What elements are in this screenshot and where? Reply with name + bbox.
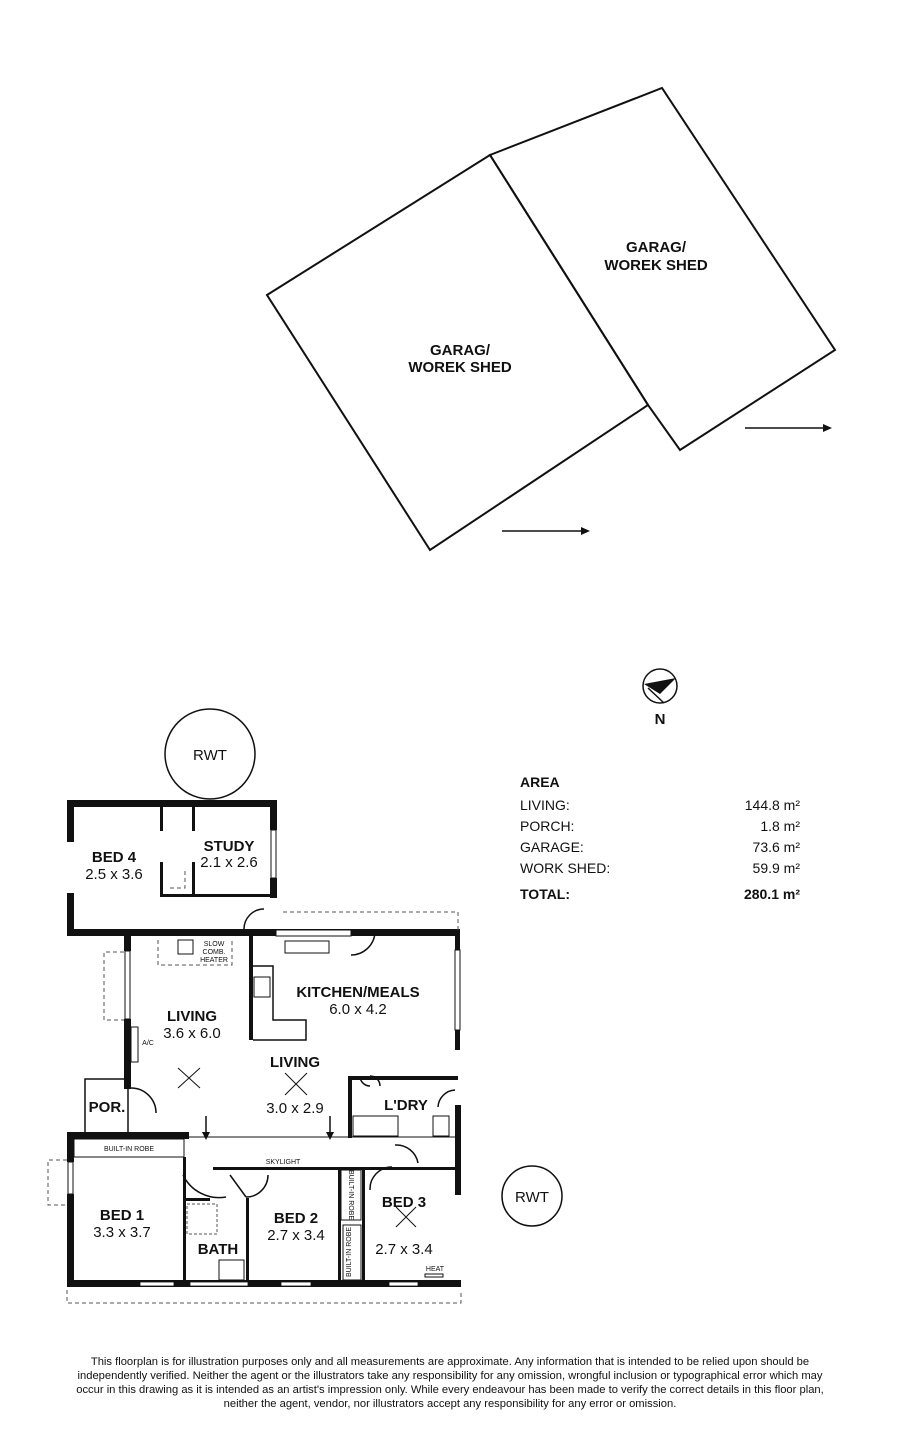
rwt-label: RWT	[193, 747, 227, 764]
heater-label: HEATER	[200, 957, 228, 964]
area-total-value: 280.1 m²	[744, 886, 800, 902]
room-name-living2: LIVING	[270, 1054, 320, 1071]
area-label: LIVING:	[520, 797, 570, 813]
robe-label: BUILT-IN ROBE	[347, 1170, 354, 1220]
area-total-label: TOTAL:	[520, 886, 570, 902]
room-name-study: STUDY	[204, 838, 255, 855]
room-size-living: 3.6 x 6.0	[163, 1025, 221, 1042]
walls	[47, 800, 462, 1304]
room-size-bed1: 3.3 x 3.7	[93, 1224, 151, 1241]
area-value: 73.6 m²	[753, 839, 801, 855]
shed-label: WOREK SHED	[604, 257, 708, 274]
room-name-bed3: BED 3	[382, 1194, 426, 1211]
arrow-icon	[745, 424, 832, 432]
shed-label: WOREK SHED	[408, 359, 512, 376]
heater-label: COMB.	[203, 949, 226, 956]
room-size-bed2: 2.7 x 3.4	[267, 1227, 325, 1244]
ac-label: A/C	[142, 1040, 154, 1047]
rwt-tank: RWT	[501, 1165, 563, 1227]
robe-label: BUILT-IN ROBE	[104, 1146, 154, 1153]
area-table: AREA LIVING: 144.8 m² PORCH: 1.8 m² GARA…	[520, 774, 800, 902]
room-size-living2: 3.0 x 2.9	[266, 1100, 324, 1117]
rwt-tank: RWT	[164, 708, 256, 800]
room-name-kitchen: KITCHEN/MEALS	[296, 984, 419, 1001]
room-size-bed4: 2.5 x 3.6	[85, 866, 143, 883]
room-name-bed1: BED 1	[100, 1207, 144, 1224]
area-value: 59.9 m²	[753, 860, 801, 876]
north-label: N	[655, 711, 666, 728]
ceiling-fan-icon	[177, 1067, 417, 1228]
room-size-study: 2.1 x 2.6	[200, 854, 258, 871]
robe-label: BUILT-IN ROBE	[346, 1227, 353, 1277]
heater-label: SLOW	[204, 941, 225, 948]
shed-left: GARAG/ WOREK SHED	[265, 153, 650, 552]
room-name-bath: BATH	[198, 1241, 239, 1258]
room-name-living: LIVING	[167, 1008, 217, 1025]
room-name-bed2: BED 2	[274, 1210, 318, 1227]
heat-label: HEAT	[426, 1266, 445, 1273]
room-size-bed3: 2.7 x 3.4	[375, 1241, 433, 1258]
rwt-label: RWT	[515, 1189, 549, 1206]
area-label: WORK SHED:	[520, 860, 610, 876]
area-value: 1.8 m²	[760, 818, 800, 834]
area-title: AREA	[520, 774, 560, 790]
shed-right: GARAG/ WOREK SHED	[488, 86, 837, 452]
north-compass-icon: N	[642, 668, 678, 728]
room-name-bed4: BED 4	[92, 849, 137, 866]
shed-label: GARAG/	[430, 342, 491, 359]
disclaimer-text: This floorplan is for illustration purpo…	[76, 1356, 824, 1410]
arrow-icon	[502, 527, 590, 535]
skylight-label: SKYLIGHT	[266, 1159, 301, 1166]
room-name-laundry: L'DRY	[384, 1097, 428, 1114]
area-label: GARAGE:	[520, 839, 584, 855]
shed-label: GARAG/	[626, 239, 687, 256]
area-label: PORCH:	[520, 818, 574, 834]
room-name-porch: POR.	[89, 1099, 126, 1116]
room-size-kitchen: 6.0 x 4.2	[329, 1001, 387, 1018]
area-value: 144.8 m²	[745, 797, 801, 813]
